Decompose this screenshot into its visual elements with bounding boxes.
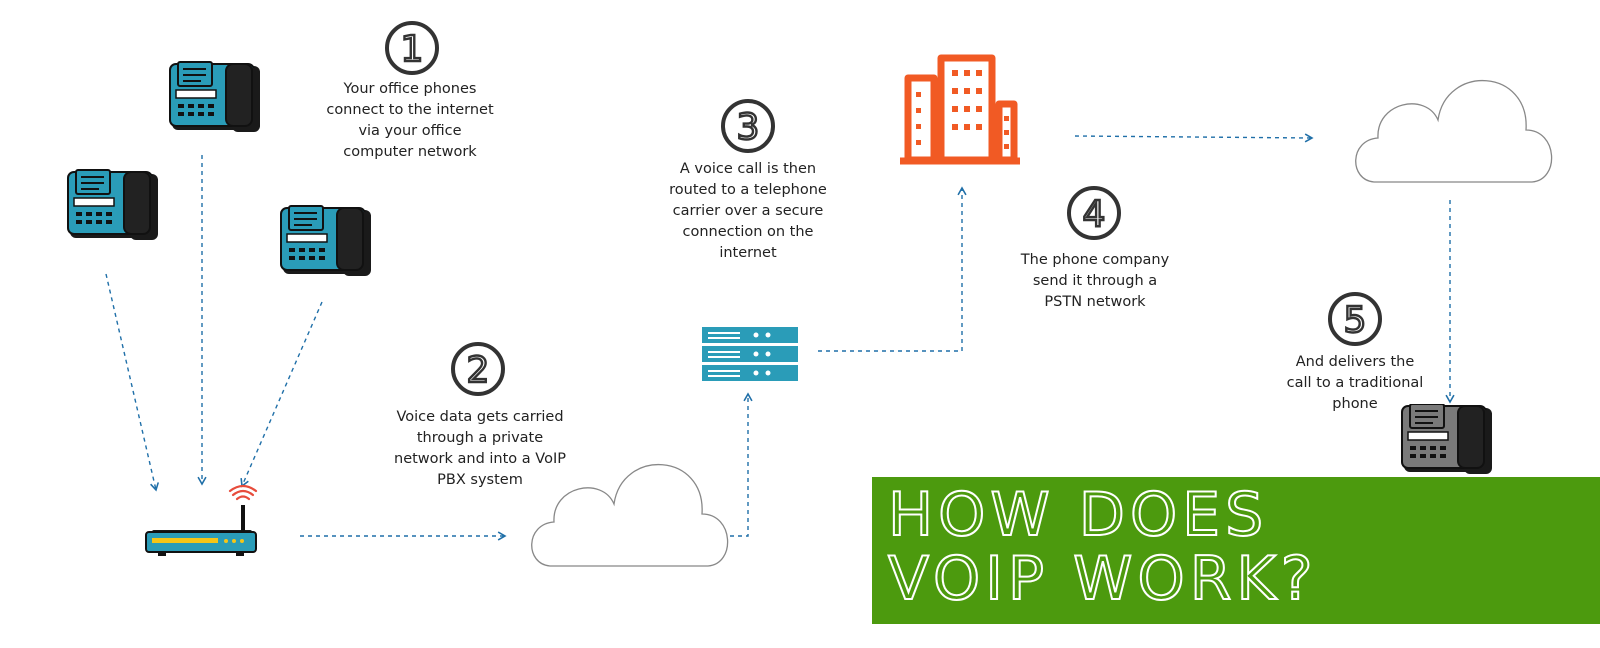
- office-phone-icon: [67, 169, 159, 241]
- svg-text:4: 4: [1083, 194, 1106, 235]
- building-icon: [900, 54, 1020, 165]
- wifi-icon: [228, 484, 258, 501]
- arrow-phone-left-to-router: [105, 273, 160, 492]
- banner-title: HOW DOES VOIP WORK?: [887, 480, 1318, 614]
- router-icon: [145, 505, 257, 556]
- step-2-number: 2: [451, 342, 505, 396]
- step-5-text: And delivers the call to a traditional p…: [1286, 354, 1424, 412]
- traditional-phone-icon: [1401, 404, 1493, 475]
- svg-text:3: 3: [737, 107, 760, 148]
- step-2-text: Voice data gets carried through a privat…: [394, 409, 566, 488]
- step-3-text: A voice call is then routed to a telepho…: [669, 161, 827, 261]
- svg-text:5: 5: [1344, 300, 1367, 341]
- building-windows: [916, 70, 1009, 149]
- step-1-text: Your office phones connect to the intern…: [326, 81, 494, 160]
- arrow-phone-right-to-router: [240, 301, 323, 488]
- office-phone-icon: [169, 61, 261, 133]
- step-4-number: 4: [1067, 186, 1121, 240]
- step-4-text: The phone company send it through a PSTN…: [1020, 252, 1170, 310]
- step-5-number: 5: [1328, 292, 1382, 346]
- cloud-icon: [1355, 79, 1553, 183]
- svg-text:1: 1: [401, 29, 424, 70]
- arrow-building-to-cloud: [1074, 133, 1314, 143]
- office-phone-icon: [280, 205, 372, 277]
- arrow-cloud-to-server: [714, 392, 753, 537]
- flow-arrows: [105, 133, 1455, 541]
- arrow-server-to-building: [818, 186, 967, 352]
- title-banner: HOW DOES VOIP WORK?: [872, 477, 1600, 624]
- svg-text:2: 2: [467, 350, 490, 391]
- step-1-number: 1: [385, 21, 439, 75]
- server-icon: [702, 327, 798, 381]
- step-3-number: 3: [721, 99, 775, 153]
